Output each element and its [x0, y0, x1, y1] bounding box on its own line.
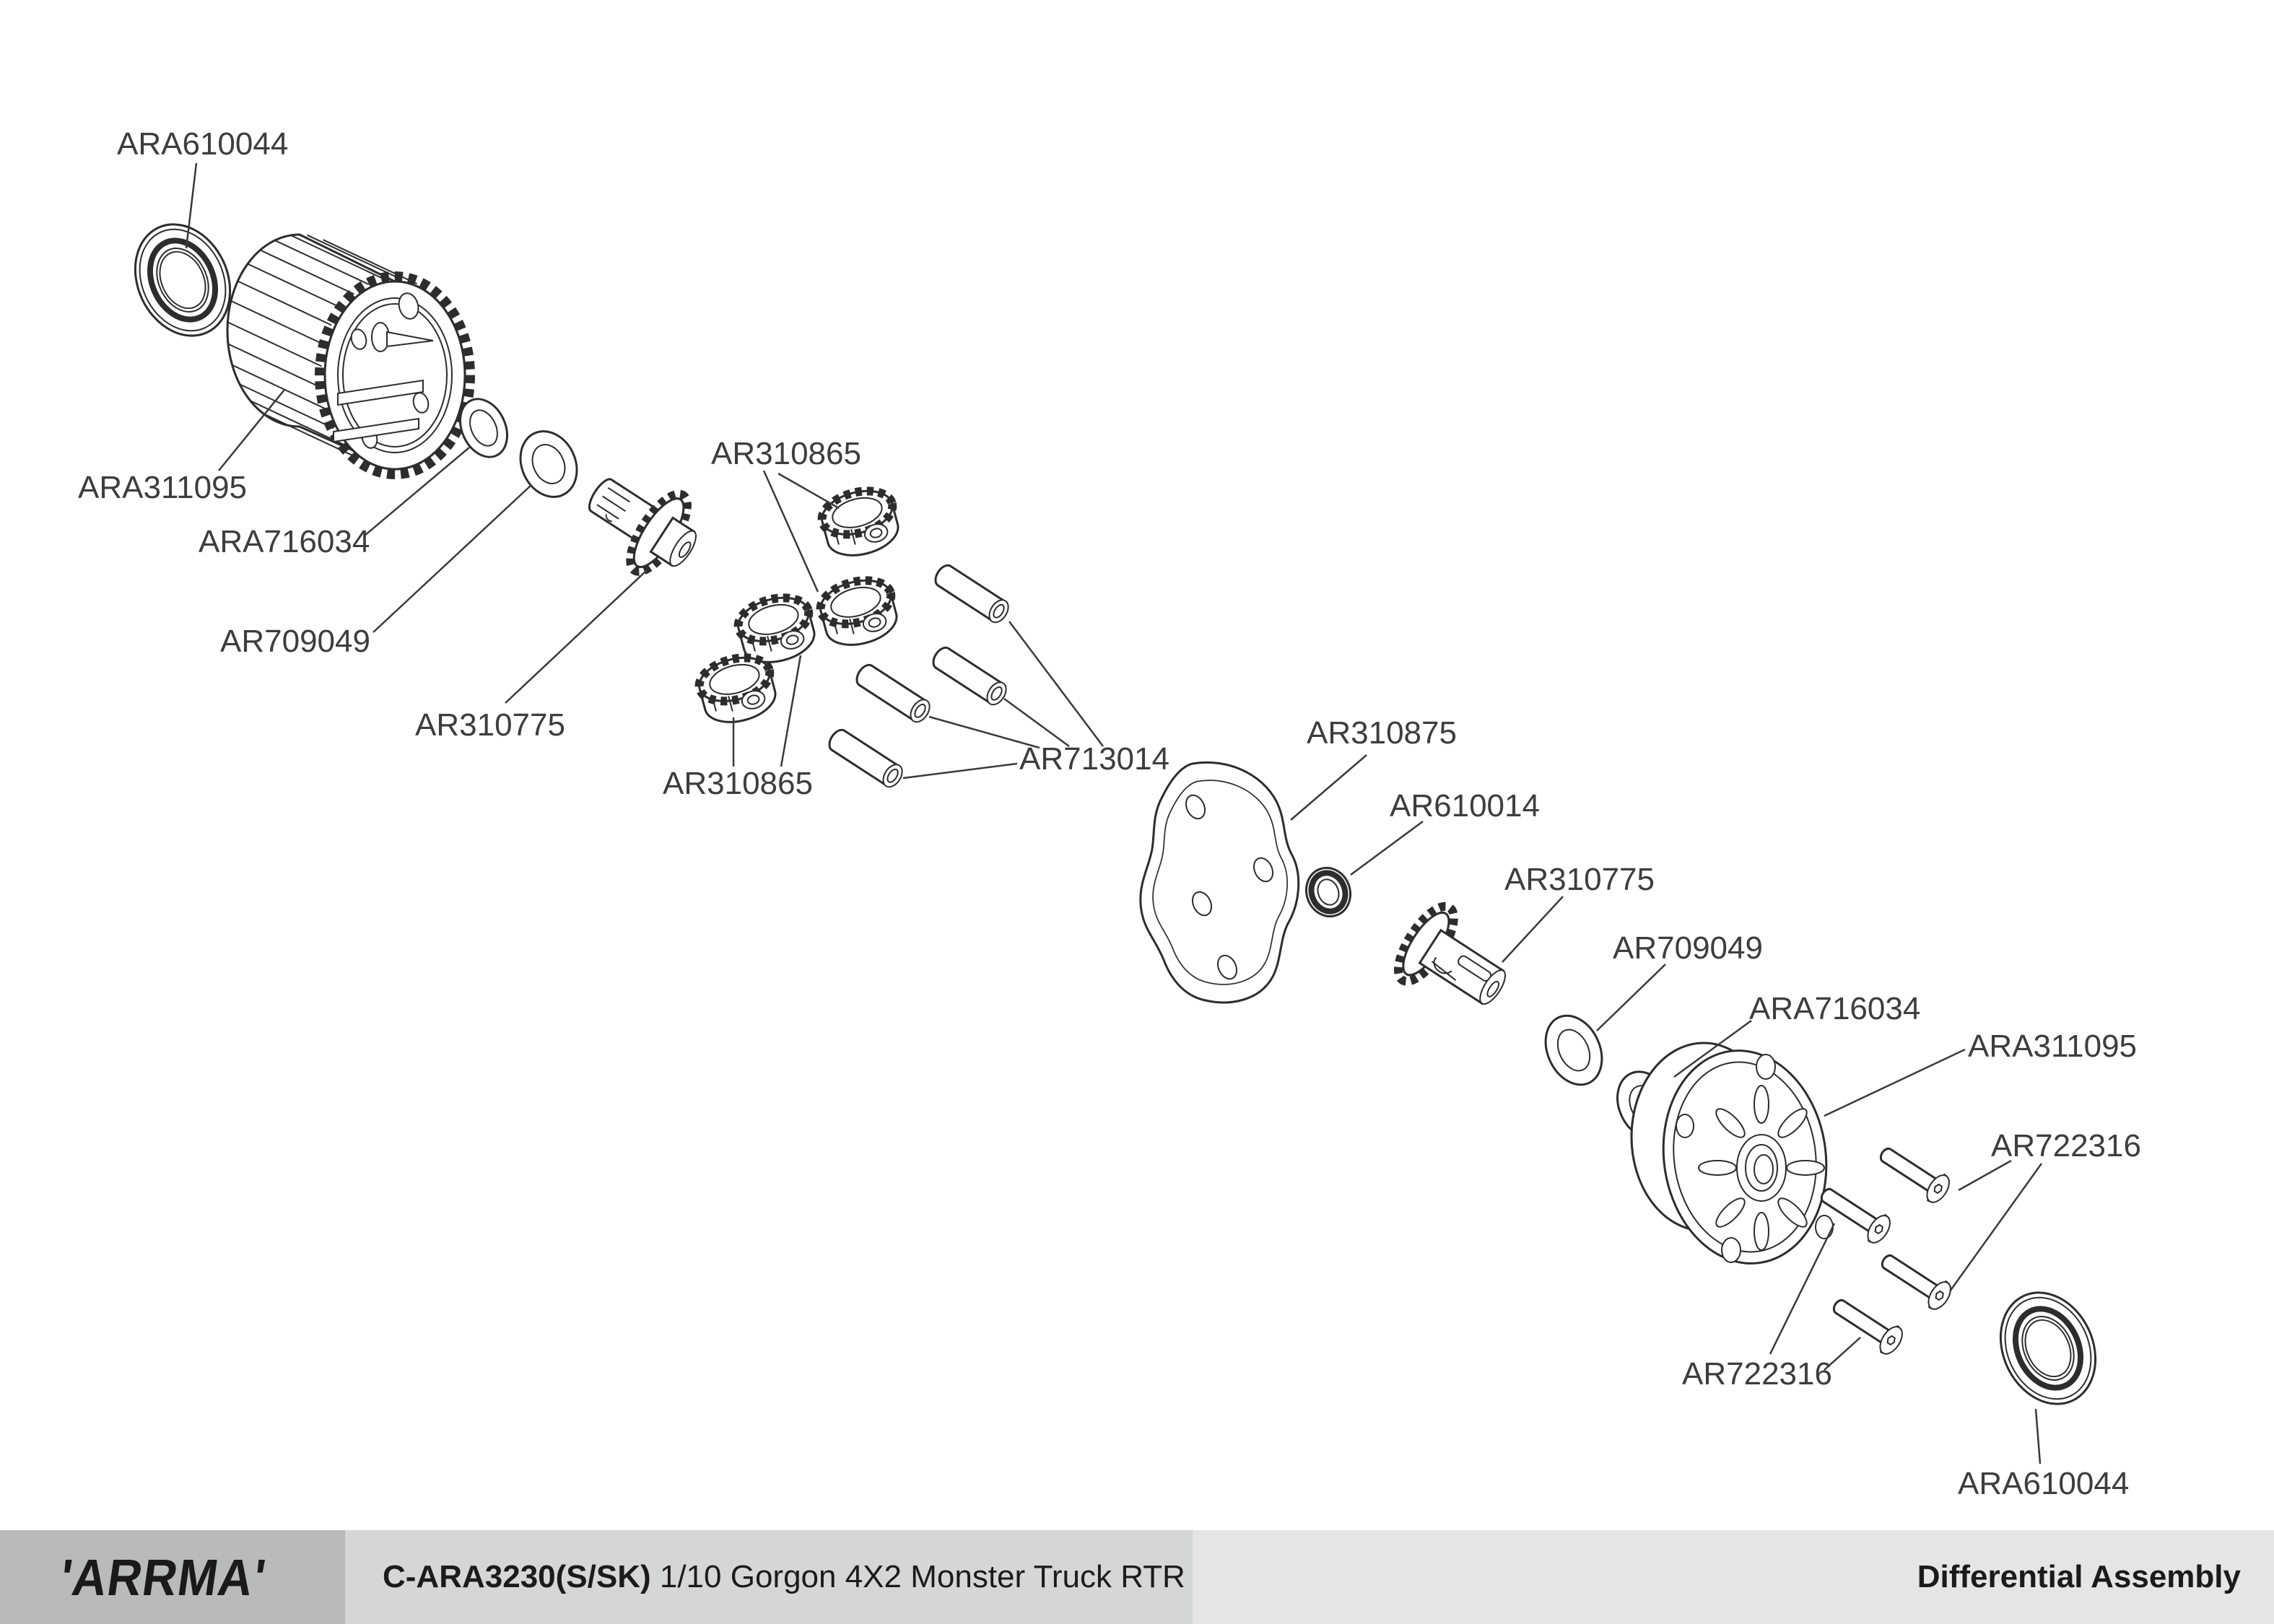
part-label-ara610044-front: ARA610044 — [117, 126, 288, 162]
spider-gear — [816, 573, 902, 652]
kit-part-code: C-ARA3230(S/SK) — [383, 1559, 651, 1594]
bearing-small — [1305, 866, 1351, 918]
shim-left — [519, 430, 578, 498]
brand-logo-section: 'ARRMA' — [0, 1530, 345, 1624]
kit-product-name: 1/10 Gorgon 4X2 Monster Truck RTR — [650, 1559, 1185, 1594]
screw — [1826, 1290, 1908, 1359]
shim-right — [1544, 1014, 1603, 1086]
arrma-logo: 'ARRMA' — [56, 1548, 270, 1606]
part-label-ar709049-right: AR709049 — [1613, 930, 1763, 966]
part-label-ara716034-left: ARA716034 — [199, 524, 370, 559]
input-gear-right — [1394, 902, 1507, 1005]
part-label-ara311095-right: ARA311095 — [1968, 1029, 2137, 1064]
part-label-ar610014: AR610014 — [1390, 788, 1540, 824]
bearing-rear — [1983, 1277, 2113, 1419]
spider-gear — [817, 484, 903, 562]
exploded-diagram: ARA610044 ARA311095 ARA716034 AR709049 A… — [78, 126, 2141, 1501]
cross-pin — [824, 725, 907, 792]
cross-pin — [928, 642, 1011, 710]
part-labels: ARA610044 ARA311095 ARA716034 AR709049 A… — [78, 126, 2141, 1501]
screw — [1873, 1138, 1955, 1208]
part-label-ara610044-rear: ARA610044 — [1958, 1466, 2129, 1501]
page-title-section: Differential Assembly — [1193, 1530, 2274, 1624]
screw — [1874, 1245, 1956, 1314]
part-label-ar713014: AR713014 — [1019, 741, 1169, 777]
kit-title-section: C-ARA3230(S/SK) 1/10 Gorgon 4X2 Monster … — [345, 1530, 1193, 1624]
gasket — [1139, 761, 1300, 1004]
kit-title: C-ARA3230(S/SK) 1/10 Gorgon 4X2 Monster … — [383, 1559, 1185, 1595]
page-title: Differential Assembly — [1917, 1559, 2241, 1594]
thrust-washer-left — [459, 398, 508, 458]
part-label-ar722316-lower: AR722316 — [1682, 1356, 1832, 1392]
part-label-ar709049-left: AR709049 — [220, 624, 370, 659]
part-label-ar310775-left: AR310775 — [415, 707, 565, 743]
part-label-ar722316-upper: AR722316 — [1991, 1128, 2141, 1164]
diff-housing — [1630, 1042, 1834, 1265]
part-label-ara716034-right: ARA716034 — [1749, 991, 1920, 1026]
footer-bar: 'ARRMA' C-ARA3230(S/SK) 1/10 Gorgon 4X2 … — [0, 1530, 2274, 1624]
part-label-ara311095-left: ARA311095 — [78, 470, 247, 505]
input-gear-left — [588, 478, 697, 576]
cross-pin — [851, 660, 935, 727]
cross-pin — [930, 560, 1014, 627]
leader-lines — [185, 162, 2043, 1464]
part-label-ar310775-right: AR310775 — [1504, 862, 1655, 897]
ring-gear — [226, 233, 475, 479]
part-label-ar310875: AR310875 — [1307, 715, 1457, 751]
part-label-ar310865-lower: AR310865 — [663, 766, 813, 801]
part-label-ar310865-upper: AR310865 — [711, 436, 861, 471]
